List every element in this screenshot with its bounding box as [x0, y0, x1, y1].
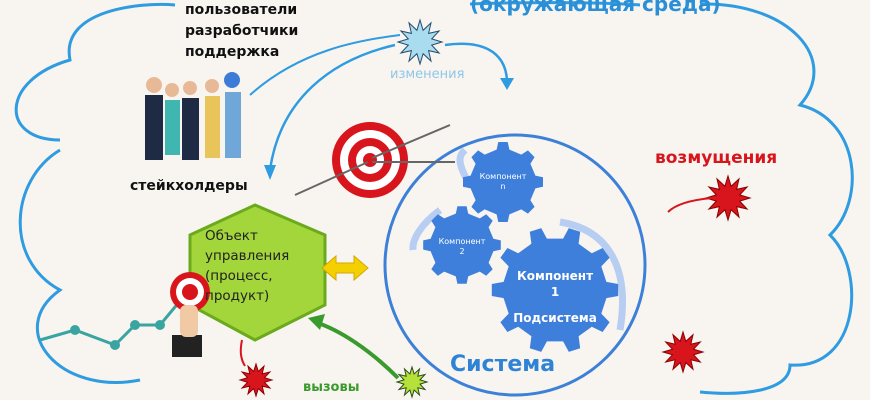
- changes-star-icon: [396, 18, 444, 66]
- disturbance-arrow: [667, 197, 713, 213]
- stakeholders-people-illustration: [145, 72, 241, 160]
- gears: [423, 142, 619, 352]
- changes-arrowhead-left: [264, 165, 276, 180]
- component-n-name: Компонент: [479, 172, 527, 181]
- calls-star-icon: [395, 365, 429, 399]
- changes-label: изменения: [390, 67, 465, 82]
- component-1-number: 1: [550, 285, 560, 299]
- gear-component-n: [463, 142, 543, 222]
- component-2-number: 2: [459, 247, 465, 256]
- gear-component-1: [491, 228, 619, 352]
- environment-cloud: [14, 1, 854, 395]
- stakeholder-role-users: пользователи: [185, 2, 298, 18]
- control-object-line: Объект: [205, 228, 258, 244]
- gear-component-2: [423, 206, 501, 284]
- stakeholders-label: стейкхолдеры: [130, 178, 248, 194]
- disturbances-label: возмущения: [655, 148, 778, 168]
- stars: [238, 18, 752, 399]
- environment-label: (окружающая среда): [470, 0, 721, 16]
- disturbance-star-icon-3: [238, 362, 274, 398]
- control-object-hexagon: [188, 203, 327, 342]
- progress-chart-icon: [39, 272, 210, 357]
- control-object-label: Объект управления (процесс, продукт): [205, 226, 320, 306]
- component-1-name: Компонент: [516, 269, 594, 283]
- control-object-line: управления: [205, 248, 290, 264]
- system-circle: [383, 133, 647, 397]
- changes-arrow: [268, 42, 509, 171]
- disturbance-arrow-2: [239, 339, 246, 367]
- control-object-line: (процесс,: [205, 268, 273, 284]
- calls-label: вызовы: [303, 380, 360, 395]
- control-object-line: продукт): [205, 288, 270, 304]
- disturbance-star-icon-2: [661, 330, 705, 374]
- stakeholder-role-developers: разработчики: [185, 23, 299, 39]
- system-label: Система: [450, 352, 556, 377]
- interaction-double-arrow: [321, 254, 369, 282]
- component-2-name: Компонент: [438, 237, 486, 246]
- disturbance-star-icon: [704, 174, 752, 222]
- calls-arrowhead: [308, 314, 325, 330]
- component-n-number: n: [500, 182, 506, 191]
- target-icon: [294, 122, 455, 198]
- calls-arrow: [314, 320, 400, 380]
- component-1-subsystem: Подсистема: [513, 311, 597, 325]
- changes-arrowhead: [500, 78, 514, 90]
- stakeholder-role-support: поддержка: [185, 44, 280, 60]
